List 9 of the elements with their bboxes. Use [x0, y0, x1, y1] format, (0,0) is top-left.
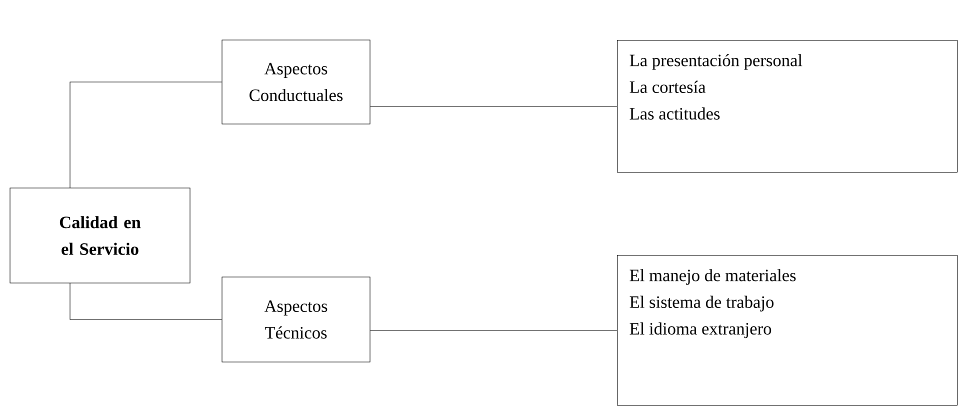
- main-box: Calidad en el Servicio: [10, 188, 190, 284]
- connector-line: [70, 282, 222, 320]
- connector-line: [370, 330, 618, 331]
- connector-line: [70, 82, 222, 188]
- list-box: La presentación personal La cortesía Las actitudes: [617, 40, 958, 173]
- category-box: Aspectos Conductuales: [222, 40, 370, 124]
- list-box: El manejo de materiales El sistema de trabajo El idioma extranjero: [617, 255, 958, 406]
- category-box: Aspectos Técnicos: [222, 276, 370, 362]
- connector-line: [370, 106, 618, 107]
